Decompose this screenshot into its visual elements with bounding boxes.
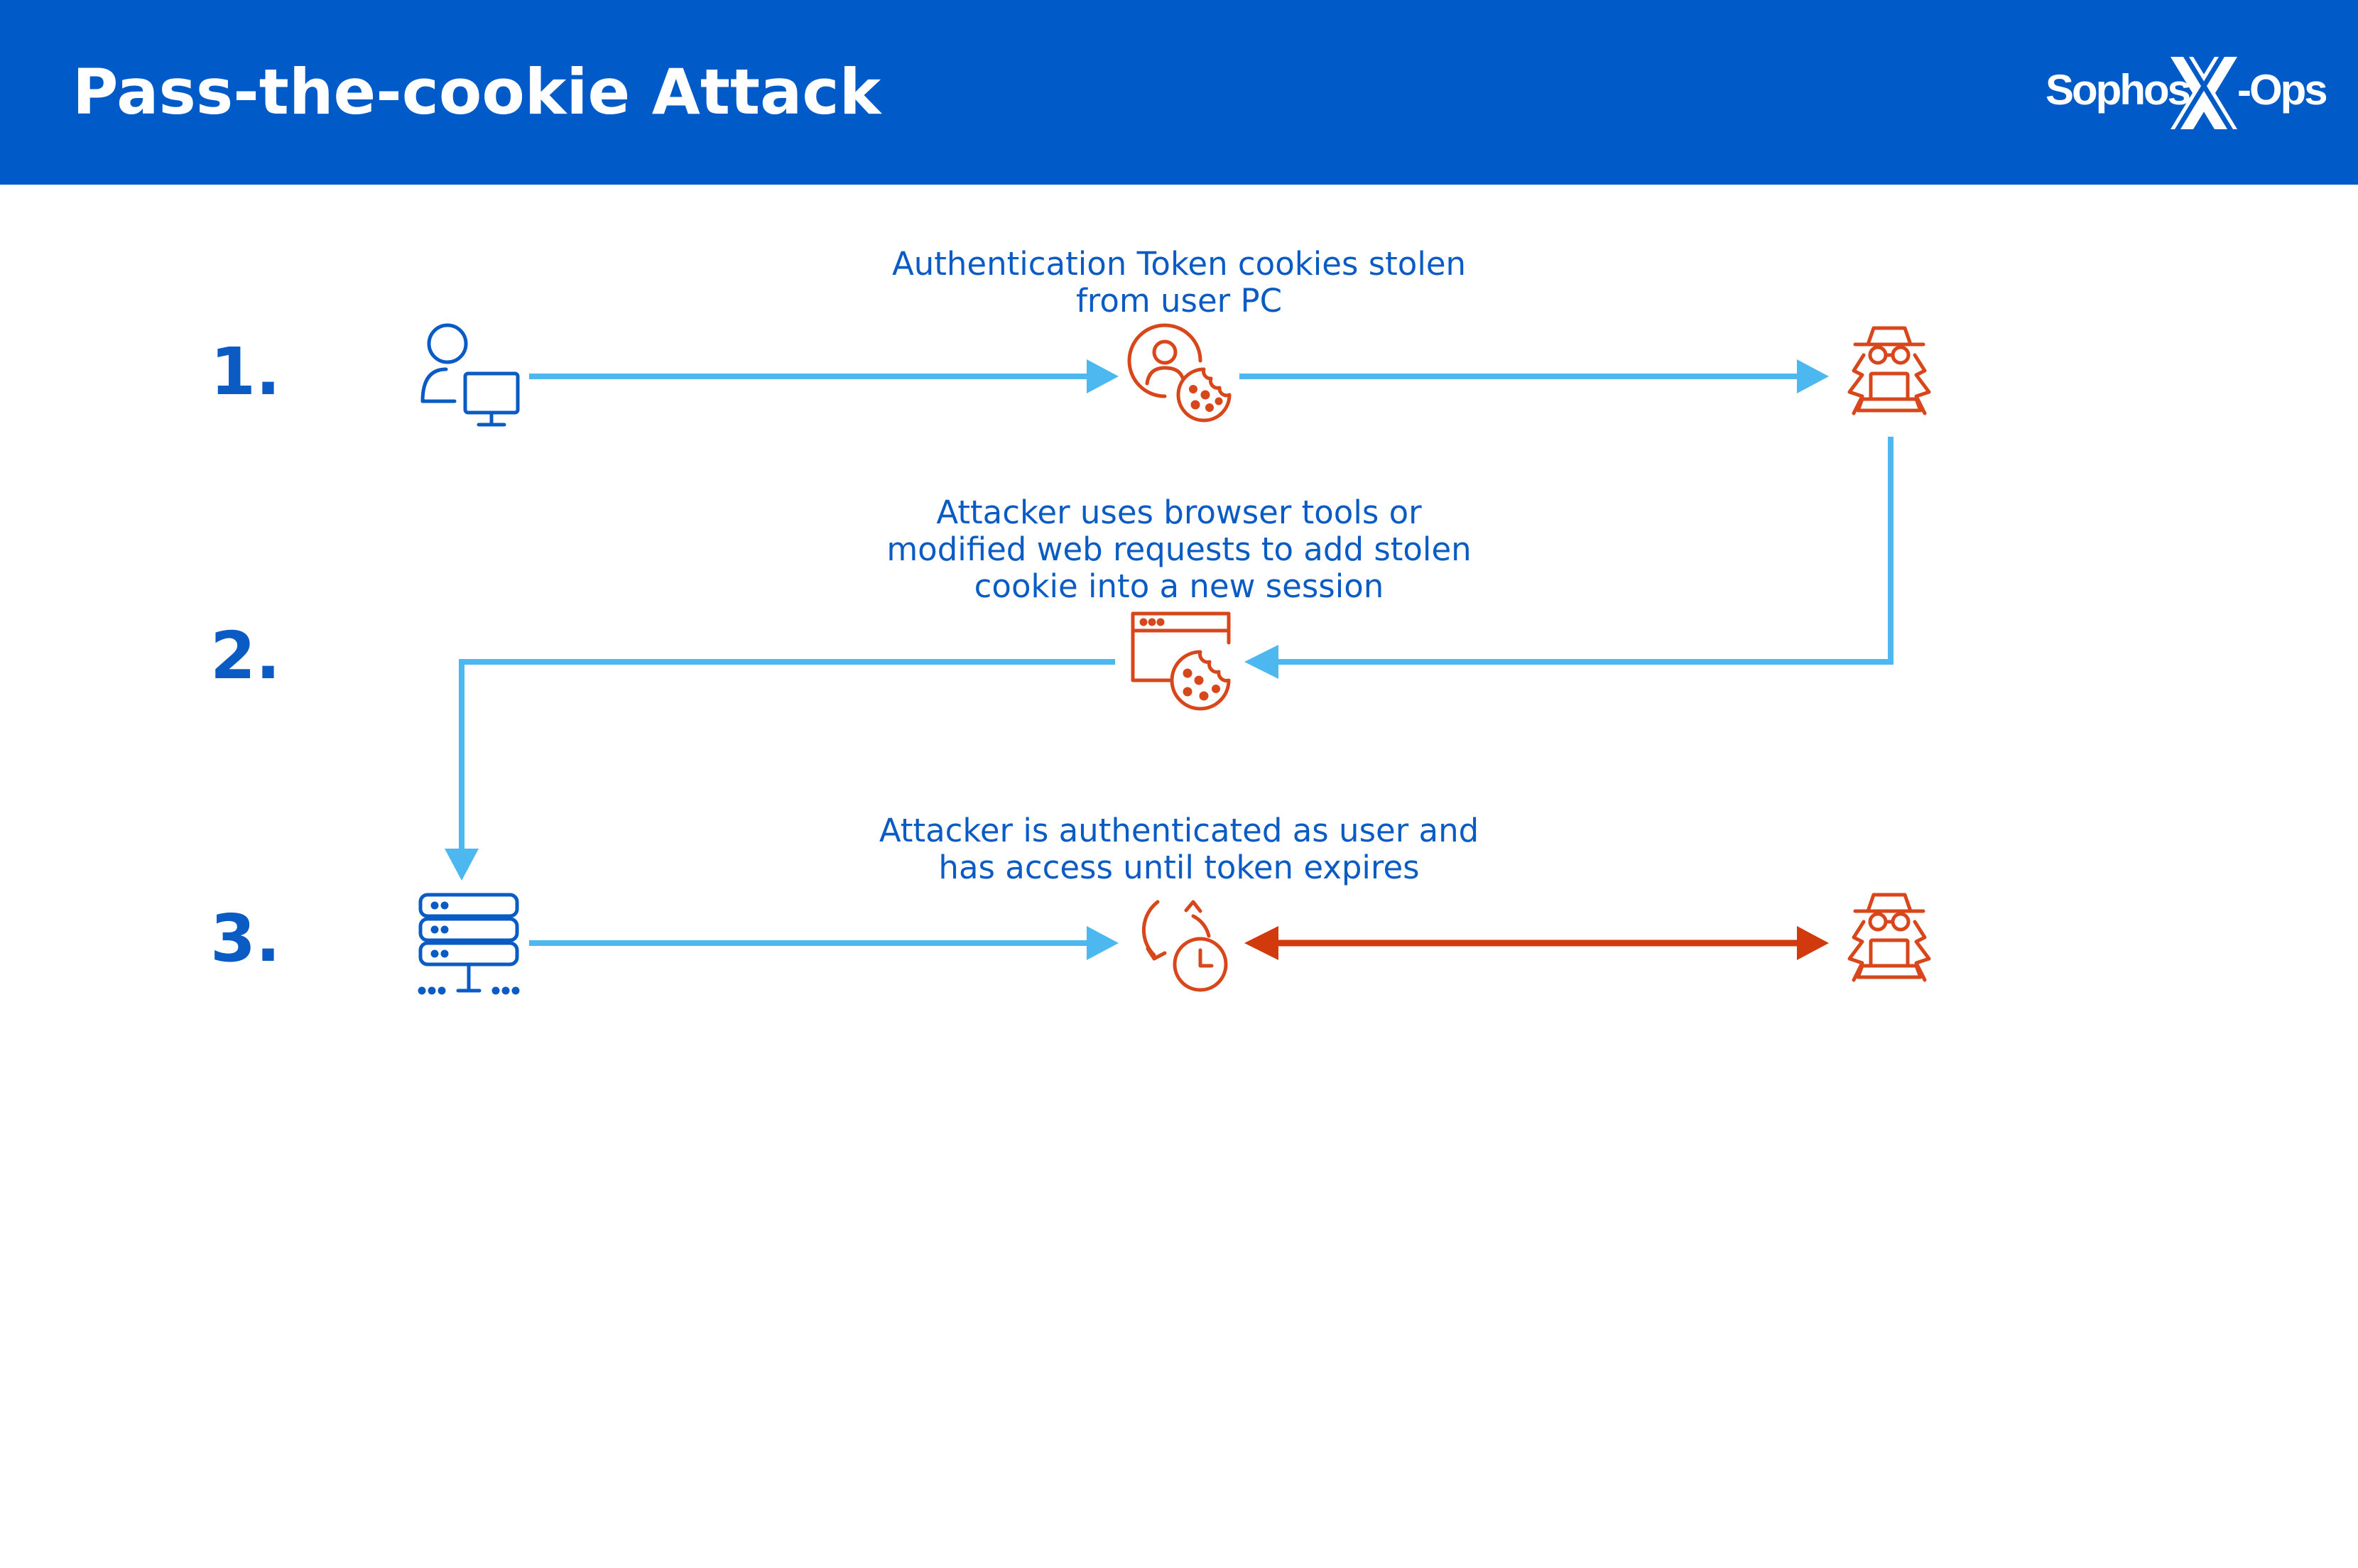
server-icon [418, 893, 520, 995]
caption-line: from user PC [1075, 282, 1283, 320]
step-number-1: 1. [210, 334, 281, 410]
arrow-cookie-to-attacker [1239, 359, 1829, 393]
user-pc-icon [420, 323, 520, 427]
caption-line: Attacker is authenticated as user and [879, 812, 1479, 849]
arrow-user-to-cookie [529, 359, 1119, 393]
session-clock-icon [1141, 900, 1228, 992]
step-1-caption: Authentication Token cookies stolen from… [824, 246, 1534, 320]
arrow-server-to-session [529, 926, 1119, 960]
step-3-caption: Attacker is authenticated as user and ha… [824, 812, 1534, 886]
logo-x-mark [2170, 57, 2237, 129]
step-2-caption: Attacker uses browser tools or modified … [824, 494, 1534, 605]
browser-cookie-icon [1131, 611, 1231, 711]
page-title: Pass-the-cookie Attack [72, 55, 881, 129]
caption-line: has access until token expires [938, 849, 1420, 886]
logo-text-right: -Ops [2237, 66, 2328, 114]
user-cookie-icon [1127, 323, 1232, 423]
caption-line: modified web requests to add stolen [886, 530, 1472, 568]
attacker-icon [1847, 326, 1931, 415]
caption-line: Authentication Token cookies stolen [891, 245, 1467, 283]
step-number-3: 3. [210, 900, 281, 976]
arrow-session-attacker-bidirectional [1244, 926, 1829, 960]
attacker-icon [1847, 893, 1931, 982]
arrow-browser-to-server [445, 659, 1115, 881]
sophos-xops-logo: Sophos -Ops [2045, 54, 2330, 132]
step-number-2: 2. [210, 618, 281, 694]
arrow-attacker-to-browser [1244, 437, 1894, 679]
caption-line: Attacker uses browser tools or [936, 494, 1422, 531]
caption-line: cookie into a new session [974, 567, 1384, 605]
header-banner: Pass-the-cookie Attack Sophos -Ops [0, 0, 2358, 185]
logo-text-left: Sophos [2045, 66, 2191, 114]
